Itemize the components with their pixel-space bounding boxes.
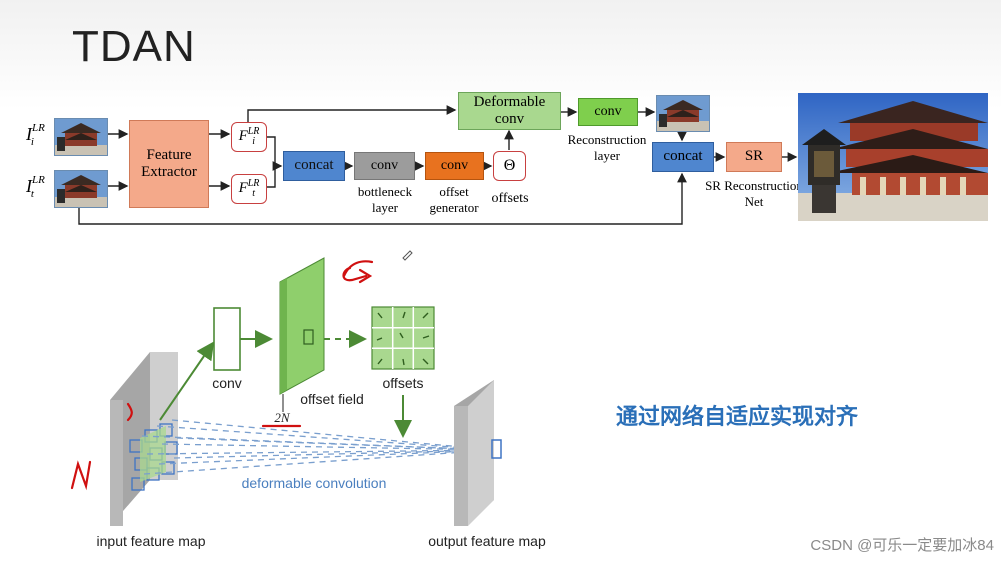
- feature-extractor-block: Feature Extractor: [129, 120, 209, 208]
- offset-conv-block: conv: [425, 152, 484, 180]
- reconstruction-conv-block: conv: [578, 98, 638, 126]
- input-frame-i-image: [54, 118, 108, 156]
- offsets-top-label: offsets: [491, 191, 529, 206]
- offsets-bottom-label: offsets: [382, 375, 424, 391]
- channels-2n-label: 2N: [274, 410, 290, 425]
- input-label-i: ILRi: [26, 122, 45, 148]
- concat2-block: concat: [652, 142, 714, 172]
- theta-offsets-node: Θ: [493, 151, 526, 181]
- input-frame-t-image: [54, 170, 108, 208]
- slide-title: TDAN: [72, 22, 196, 71]
- input-feature-map-label: input feature map: [96, 533, 206, 549]
- input-label-t: ILRt: [26, 174, 45, 200]
- output-feature-map-label: output feature map: [428, 533, 546, 549]
- deformable-convolution-label: deformable convolution: [241, 475, 387, 491]
- aligned-frame-image: [656, 95, 710, 132]
- sr-block: SR: [726, 142, 782, 172]
- bottleneck-layer-label: bottleneck layer: [357, 184, 413, 215]
- deformable-conv-block: Deformable conv: [458, 92, 561, 130]
- sr-net-label: SR Reconstruction Net: [705, 178, 803, 209]
- bottleneck-conv-block: conv: [354, 152, 415, 180]
- slide-header-band: [0, 0, 1001, 110]
- conv-label-bottom: conv: [212, 375, 242, 391]
- output-sr-image: [798, 93, 988, 221]
- reconstruction-layer-label: Reconstruction layer: [567, 132, 647, 163]
- caption-chinese: 通过网络自适应实现对齐: [616, 404, 859, 429]
- concat-block: concat: [283, 151, 345, 181]
- offset-generator-label: offset generator: [429, 184, 479, 215]
- csdn-watermark: CSDN @可乐一定要加冰84: [810, 537, 994, 554]
- offset-field-label: offset field: [300, 391, 364, 407]
